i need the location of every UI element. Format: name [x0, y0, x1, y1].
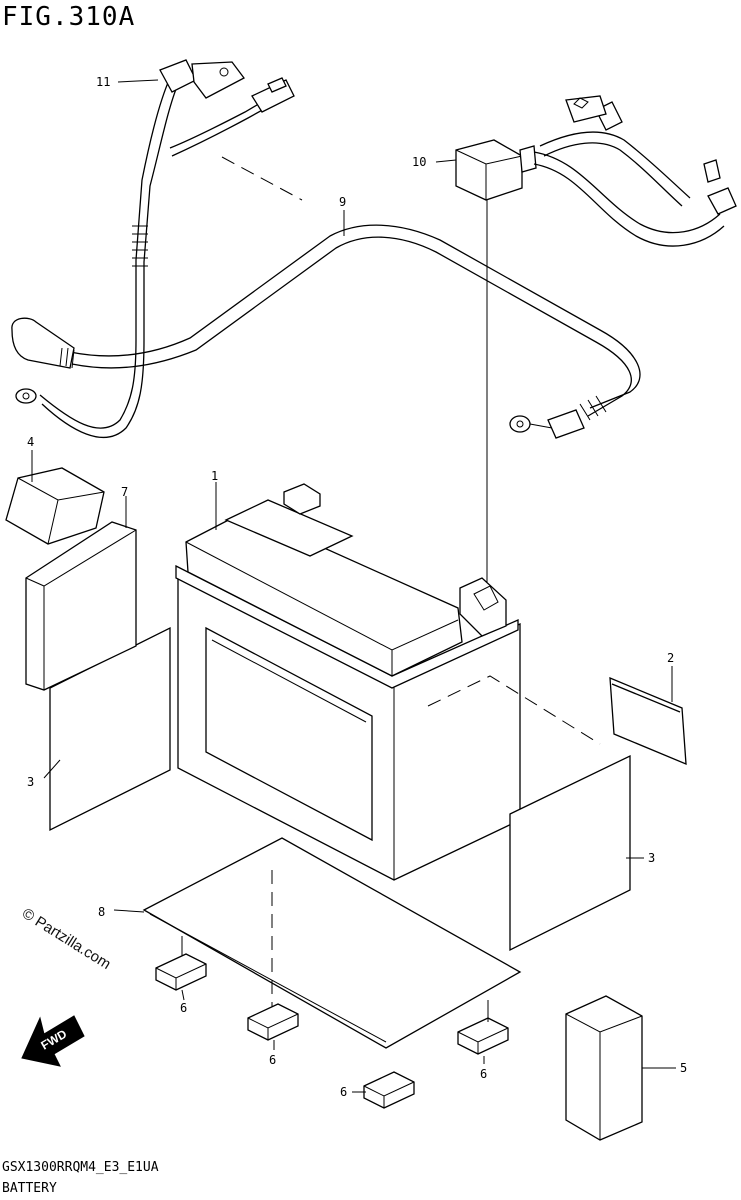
figure-title: FIG.310A: [2, 2, 136, 32]
positive-cable-part-9[interactable]: [11, 224, 641, 439]
callout-2: 2: [667, 651, 674, 665]
cushion-part-6-a[interactable]: [155, 953, 207, 991]
cushion-part-6-d[interactable]: [363, 1071, 415, 1109]
callout-4: 4: [27, 435, 34, 449]
forward-direction-arrow: FWD: [21, 1015, 85, 1067]
callout-8: 8: [98, 905, 105, 919]
callout-3-right: 3: [648, 851, 655, 865]
callout-6-a: 6: [180, 1001, 187, 1015]
pad-block-part-7[interactable]: [25, 521, 137, 691]
negative-cable-part-11[interactable]: [15, 59, 295, 439]
cushion-part-6-c[interactable]: [457, 1017, 509, 1055]
callout-6-b: 6: [269, 1053, 276, 1067]
callout-9: 9: [339, 195, 346, 209]
assembly-line-11: [221, 156, 303, 201]
callout-7: 7: [121, 485, 128, 499]
block-part-4[interactable]: [5, 467, 105, 545]
callout-3-left: 3: [27, 775, 34, 789]
section-name: BATTERY: [2, 1181, 57, 1196]
callout-5: 5: [680, 1061, 687, 1075]
block-part-5[interactable]: [565, 995, 643, 1141]
callout-11: 11: [96, 75, 110, 89]
battery-part-1[interactable]: [175, 483, 601, 881]
leader-lines: [31, 79, 676, 1093]
callout-1: 1: [211, 469, 218, 483]
pad-part-2[interactable]: [609, 676, 687, 766]
callout-6-c: 6: [480, 1067, 487, 1081]
callout-10: 10: [412, 155, 426, 169]
tray-sheet-part-8[interactable]: [142, 837, 522, 1049]
fuse-holder-part-10[interactable]: [455, 95, 737, 247]
cushion-part-6-b[interactable]: [247, 1003, 299, 1041]
side-sheet-right-part-3[interactable]: [509, 754, 631, 952]
callout-6-d: 6: [340, 1085, 347, 1099]
model-code: GSX1300RRQM4_E3_E1UA: [2, 1160, 159, 1175]
